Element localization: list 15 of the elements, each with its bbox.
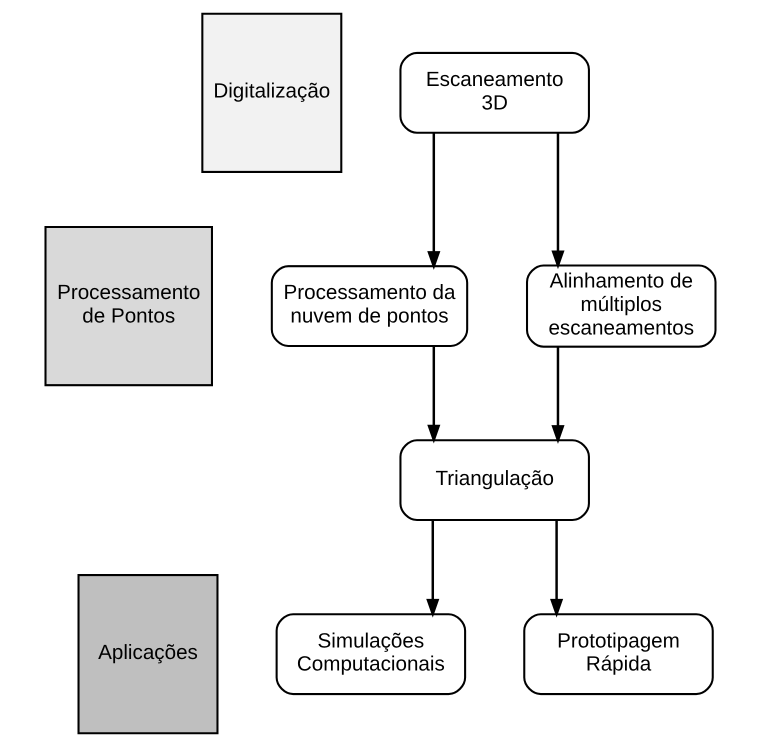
arrow [550, 346, 564, 444]
arrow [550, 132, 564, 270]
node-box: Prototipagem Rápida [522, 613, 714, 696]
node-box: Digitalização [200, 12, 342, 173]
arrow [426, 346, 440, 444]
node-box: Triangulação [398, 439, 590, 522]
arrow [426, 132, 440, 270]
node-box: Alinhamento de múltiplos escaneamentos [525, 264, 716, 348]
arrow [426, 520, 439, 618]
node-box: Processamento da nuvem de pontos [270, 265, 468, 348]
arrow [550, 520, 563, 618]
node-box: Aplicações [76, 574, 218, 734]
node-box: Simulações Computacionais [275, 613, 466, 696]
node-box: Escaneamento 3D [398, 52, 590, 134]
node-box: Processamento de Pontos [44, 226, 212, 386]
